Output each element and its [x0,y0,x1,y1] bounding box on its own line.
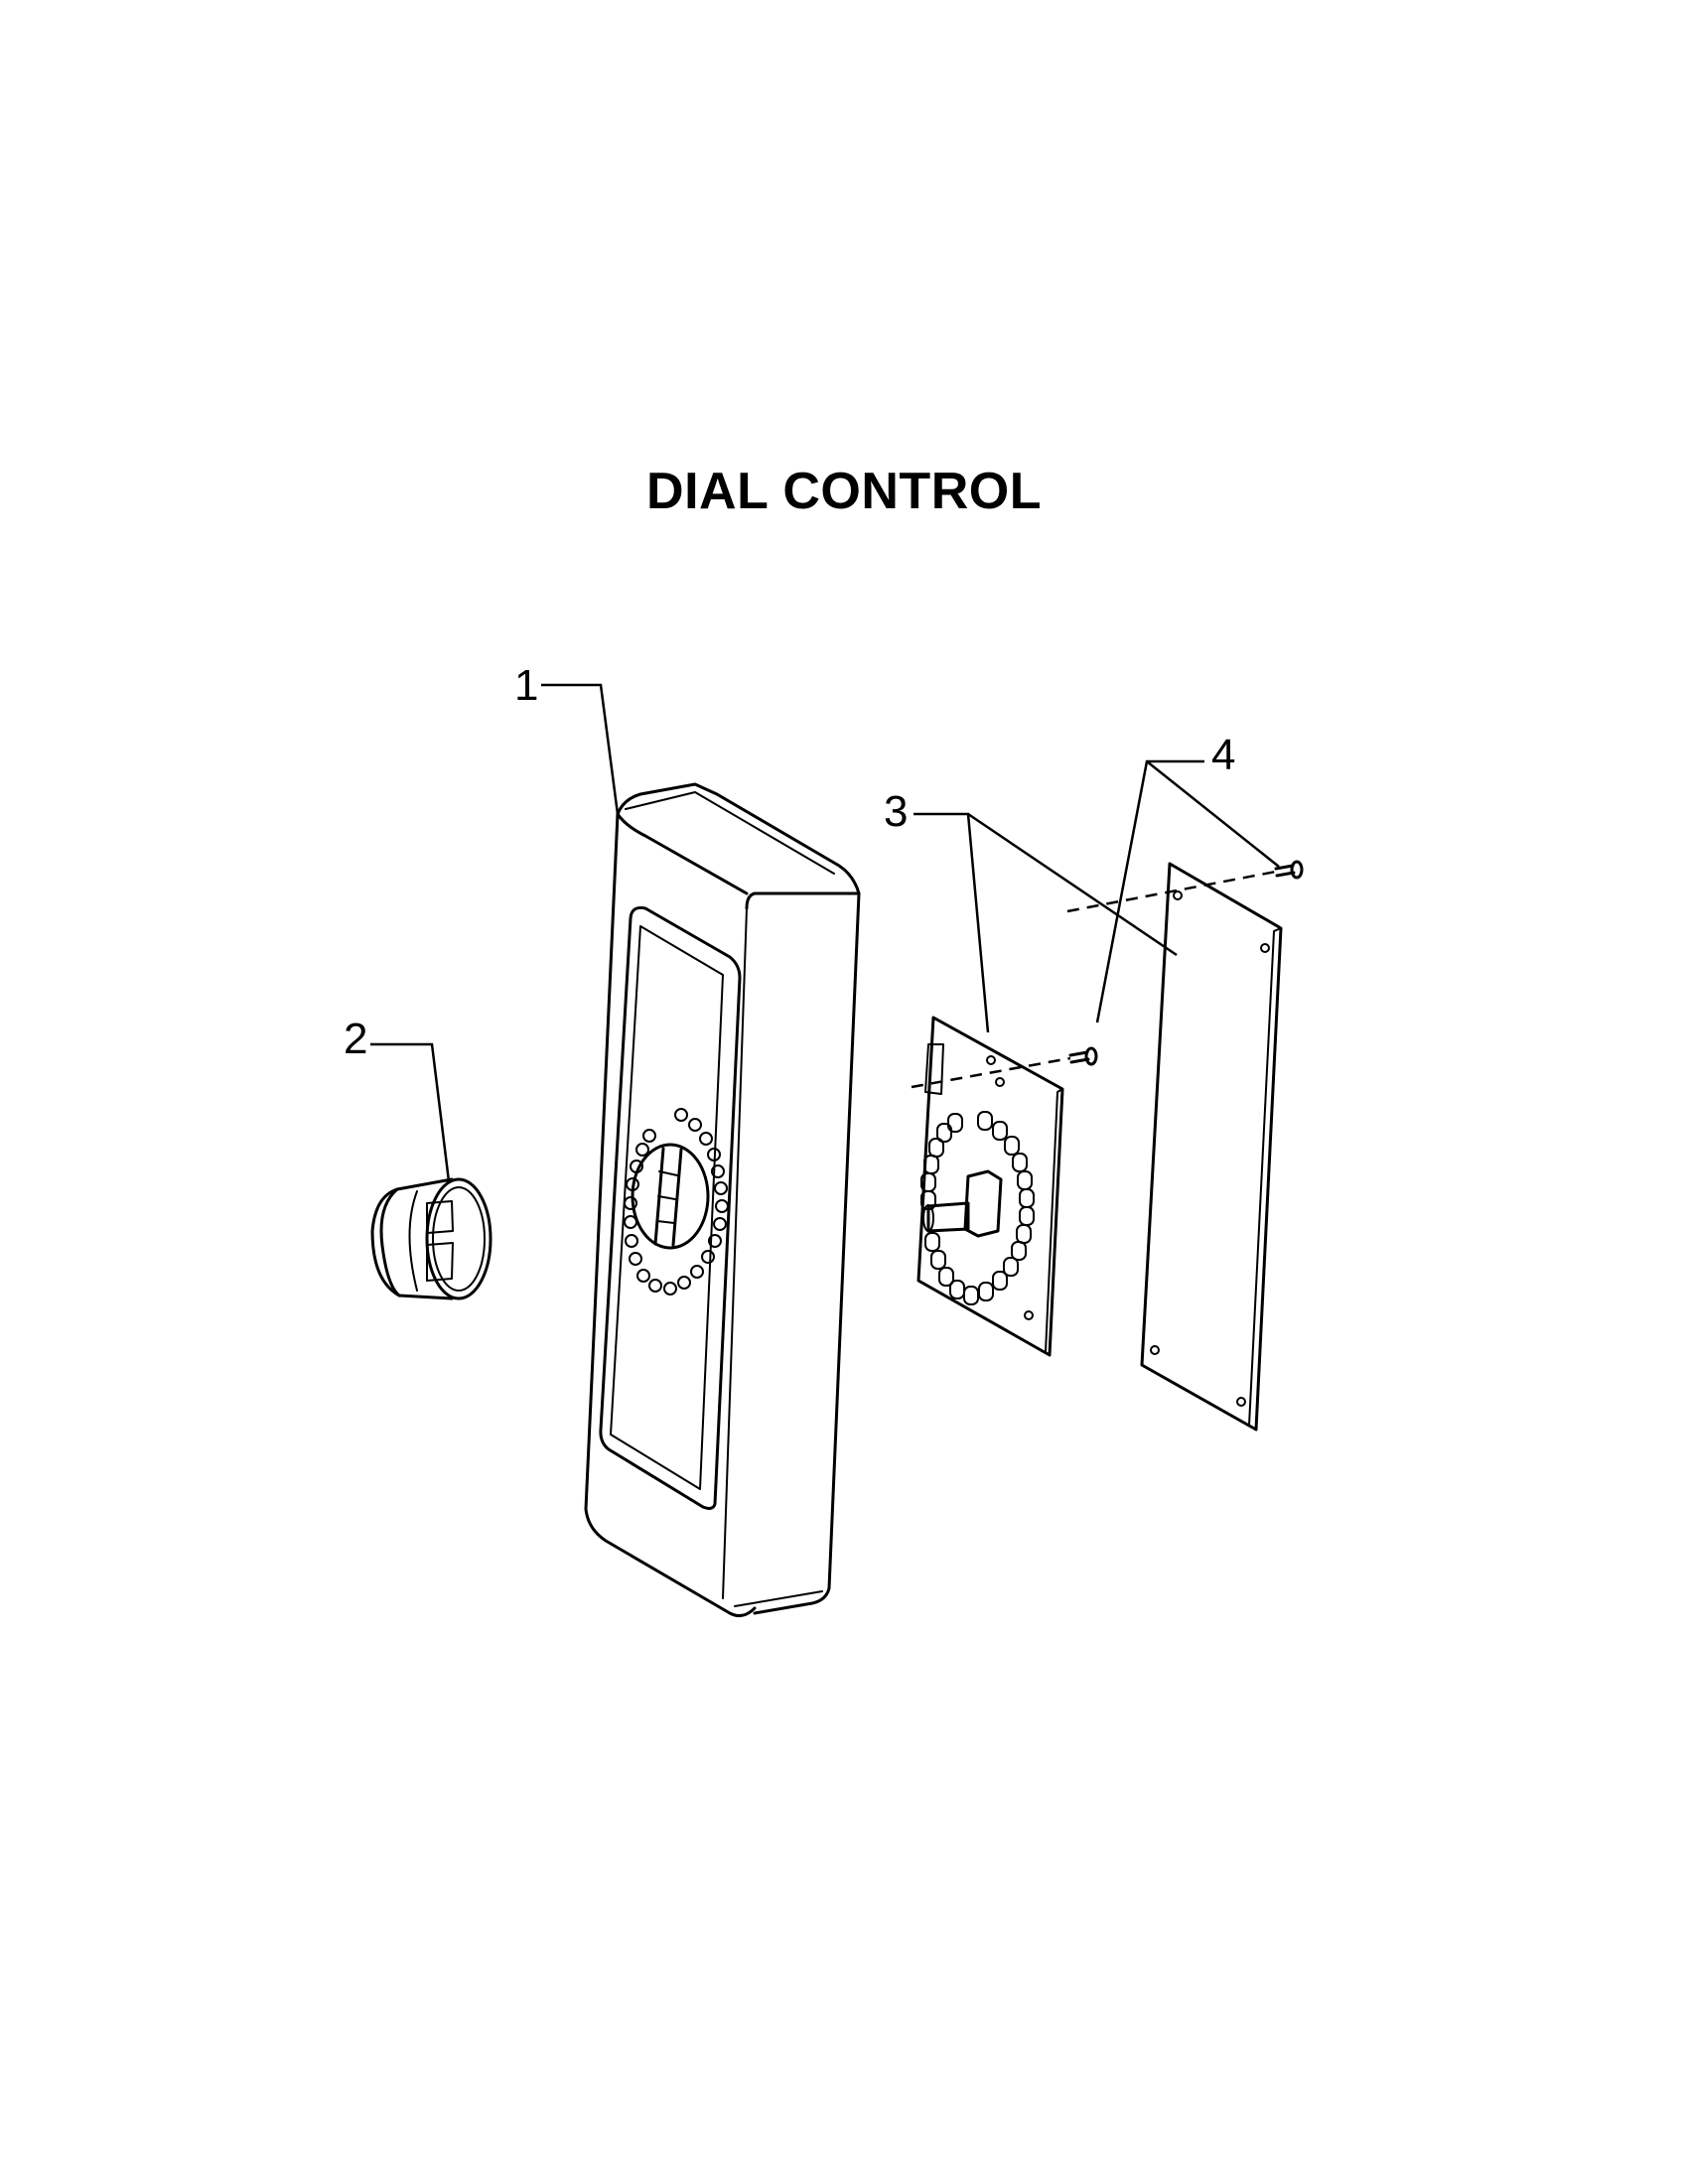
callout-2-label: 2 [344,1015,367,1063]
assembly-line-lower [911,1056,1071,1089]
page-title: DIAL CONTROL [646,463,1042,520]
leader-line-1 [541,683,620,815]
circuit-board-part [916,1016,1064,1357]
screw-upper [1274,860,1304,880]
callout-3-label: 3 [884,787,908,836]
housing-part [584,782,861,1618]
leader-line-2 [370,1042,451,1182]
screw-lower [1068,1046,1098,1066]
callout-4-label: 4 [1211,731,1235,779]
housing-dot-ring [624,1108,729,1296]
knob-part [370,1177,492,1300]
back-cover-plate [1140,862,1283,1432]
callout-1-label: 1 [514,661,538,710]
leader-line-3 [914,812,1178,1033]
led-ring [920,1111,1035,1305]
leader-line-4 [1095,759,1280,1024]
assembly-line-upper [1066,870,1277,913]
